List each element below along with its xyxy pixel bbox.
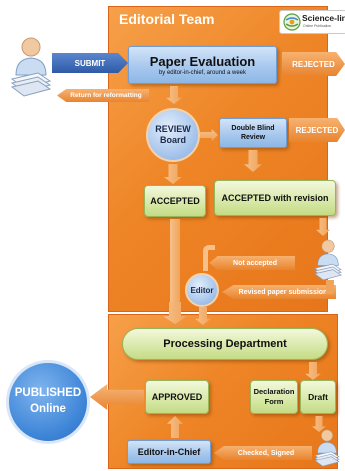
processing-department-box: Processing Department <box>122 328 328 360</box>
arrow-to-double-blind <box>200 129 218 141</box>
draft-label: Draft <box>308 392 328 402</box>
not-accepted-loop <box>203 245 215 271</box>
rejected-arrow-1: REJECTED <box>282 52 345 76</box>
not-accepted-label: Not accepted <box>233 259 277 267</box>
board-label: Board <box>159 135 186 145</box>
science-line-logo: Science-line Online Publication <box>279 10 345 34</box>
accepted-down-arrowhead <box>163 302 187 324</box>
accepted-box: ACCEPTED <box>144 185 206 217</box>
down-arrow-double-blind <box>244 150 262 172</box>
double-blind-label: Double Blind <box>231 124 275 132</box>
logo-name: Science-line <box>302 13 345 23</box>
not-accepted-arrow: Not accepted <box>209 256 295 270</box>
review-label-2: Review <box>240 134 266 141</box>
down-arrow-evaluation <box>166 86 182 104</box>
submit-label: SUBMIT <box>74 58 106 68</box>
approved-box: APPROVED <box>145 380 209 414</box>
down-arrow-draft <box>312 416 326 432</box>
approved-label: APPROVED <box>151 392 203 402</box>
paper-evaluation-title: Paper Evaluation <box>149 54 256 69</box>
up-arrow-to-approved <box>167 416 183 438</box>
review-board-circle: REVIEW Board <box>146 108 200 162</box>
accepted-down-connector <box>170 219 180 307</box>
down-arrow-review <box>164 164 182 184</box>
accepted-revision-box: ACCEPTED with revision <box>214 180 336 216</box>
down-arrow-editor <box>195 307 211 325</box>
double-blind-box: Double Blind Review <box>219 118 287 148</box>
submit-arrow: SUBMIT <box>52 53 128 73</box>
logo-subtitle: Online Publication <box>303 24 332 28</box>
editor-in-chief-box: Editor-in-Chief <box>127 440 211 464</box>
published-online-circle: PUBLISHED Online <box>6 360 90 444</box>
paper-evaluation-box: Paper Evaluation by editor-in-chief, aro… <box>128 46 277 84</box>
review-label: REVIEW <box>155 124 191 135</box>
editor-in-chief-label: Editor-in-Chief <box>137 447 201 457</box>
declaration-form-box: Declaration Form <box>250 380 298 414</box>
processing-label: Processing Department <box>163 338 287 350</box>
panel-title: Editorial Team <box>119 11 215 27</box>
rejected-label-1: REJECTED <box>292 59 335 69</box>
author-to-revised-connector <box>326 280 334 294</box>
published-label: PUBLISHED <box>14 387 82 400</box>
author-revision-icon <box>314 239 342 281</box>
down-arrow-revision <box>316 218 330 236</box>
rejected-label-2: REJECTED <box>295 125 339 135</box>
accepted-label: ACCEPTED <box>150 196 200 206</box>
online-label: Online <box>30 403 66 415</box>
checked-signed-label: Checked, Signed <box>237 449 295 457</box>
author-icon <box>10 37 52 97</box>
editor-label: Editor <box>190 285 214 295</box>
revised-submission-arrow: Revised paper submission <box>222 285 336 299</box>
globe-icon <box>283 13 301 31</box>
rejected-arrow-2: REJECTED <box>289 118 345 142</box>
editor-circle: Editor <box>185 273 219 307</box>
draft-box: Draft <box>300 380 336 414</box>
accepted-revision-label: ACCEPTED with revision <box>221 193 329 203</box>
return-reformatting-arrow: Return for reformatting <box>57 89 149 102</box>
declaration-label: Declaration <box>253 387 295 397</box>
form-label: Form <box>264 397 284 406</box>
paper-evaluation-subtitle: by editor-in-chief, around a week <box>158 70 247 76</box>
down-arrow-processing <box>305 362 321 380</box>
checked-signed-arrow: Checked, Signed <box>214 446 312 460</box>
revised-submission-label: Revised paper submission <box>238 288 328 296</box>
author-signing-icon <box>314 429 340 467</box>
return-reformatting-label: Return for reformatting <box>70 92 142 99</box>
